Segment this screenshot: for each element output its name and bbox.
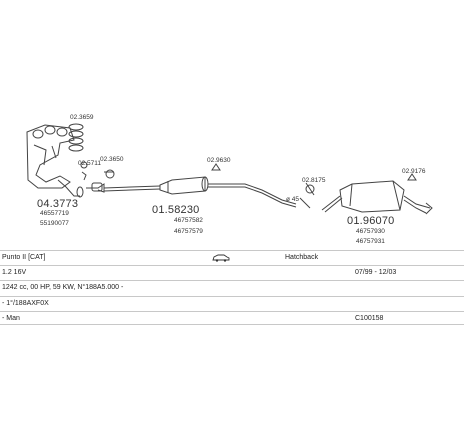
center-ref-1: 46757582 bbox=[174, 217, 203, 224]
clip-b-part bbox=[105, 169, 115, 179]
spec-row-engine: 1.2 16V 07/99 - 12/03 bbox=[0, 265, 464, 281]
catalog-code: C100158 bbox=[355, 315, 384, 322]
car-icon bbox=[212, 254, 230, 264]
exhaust-diagram: 04.3773 46557719 55190077 02.3659 02.571… bbox=[26, 114, 433, 245]
spec-row-transmission: - Man C100158 bbox=[0, 311, 464, 327]
engine: 1.2 16V bbox=[2, 269, 27, 276]
center-ref-2: 46757579 bbox=[174, 228, 203, 235]
clamp-code: 02.8175 bbox=[302, 177, 326, 184]
bolt-set-part bbox=[68, 123, 84, 152]
hanger-rear-code: 02.9176 bbox=[402, 168, 426, 175]
displacement: 1242 cc, 00 HP, 59 KW, N°188A5.000 - bbox=[2, 284, 124, 291]
center-box-code: 01.58230 bbox=[152, 204, 200, 216]
clip-a-code: 02.5711 bbox=[78, 160, 102, 167]
years: 07/99 - 12/03 bbox=[355, 269, 397, 276]
manifold-ref-1: 46557719 bbox=[40, 210, 69, 217]
bolt-top-code: 02.3659 bbox=[70, 114, 94, 121]
hanger-rear-part bbox=[407, 173, 417, 181]
hanger-mid-part bbox=[211, 163, 221, 171]
intermediate-pipe-part bbox=[208, 183, 297, 208]
rear-ref-2: 46757931 bbox=[356, 238, 385, 245]
model-name: Punto II [CAT] bbox=[2, 254, 46, 261]
center-silencer-part bbox=[159, 176, 209, 195]
rear-silencer-part bbox=[339, 180, 405, 213]
spec-row-displacement: 1242 cc, 00 HP, 59 KW, N°188A5.000 - bbox=[0, 280, 464, 296]
body-type: Hatchback bbox=[285, 254, 319, 261]
spec-row-gearbox: - 1°/188AXF0X bbox=[0, 296, 464, 312]
rear-ref-1: 46757930 bbox=[356, 228, 385, 235]
table-bottom-rule bbox=[0, 324, 464, 325]
hanger-mid-code: 02.9630 bbox=[207, 157, 231, 164]
transmission: - Man bbox=[2, 315, 20, 322]
clip-b-code: 02.3650 bbox=[100, 156, 124, 163]
tailpipe-part bbox=[403, 195, 431, 209]
manifold-ref-2: 55190077 bbox=[40, 220, 69, 227]
clip-a-part bbox=[80, 161, 88, 169]
manifold-part bbox=[26, 124, 84, 198]
clamp-part bbox=[299, 182, 315, 209]
manifold-code: 04.3773 bbox=[37, 198, 79, 210]
front-pipe-part bbox=[86, 182, 161, 193]
spec-row-model: Punto II [CAT] Hatchback bbox=[0, 250, 464, 266]
gearbox: - 1°/188AXF0X bbox=[2, 300, 49, 307]
exhaust-drawing bbox=[26, 123, 433, 215]
clamp-diameter: ø 45 bbox=[286, 196, 300, 203]
rear-box-code: 01.96070 bbox=[347, 215, 395, 227]
